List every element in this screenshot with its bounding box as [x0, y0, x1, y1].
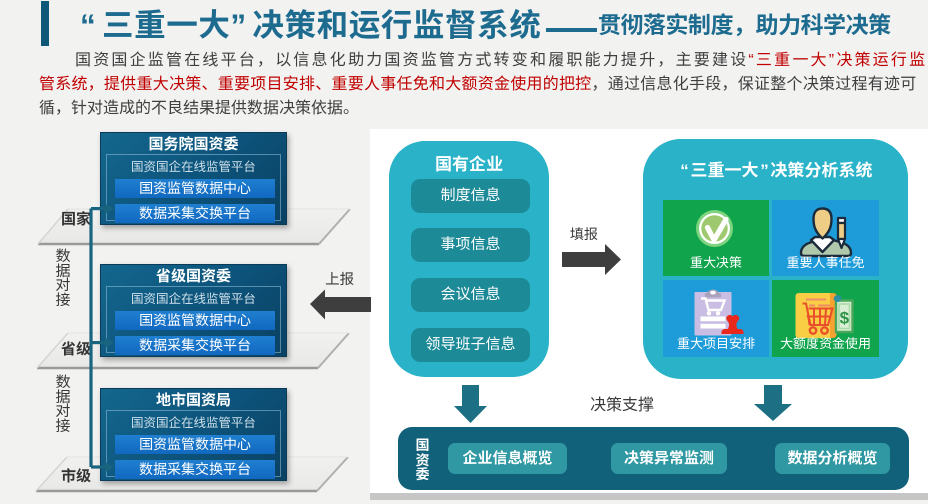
svg-text:$: $	[840, 309, 850, 328]
